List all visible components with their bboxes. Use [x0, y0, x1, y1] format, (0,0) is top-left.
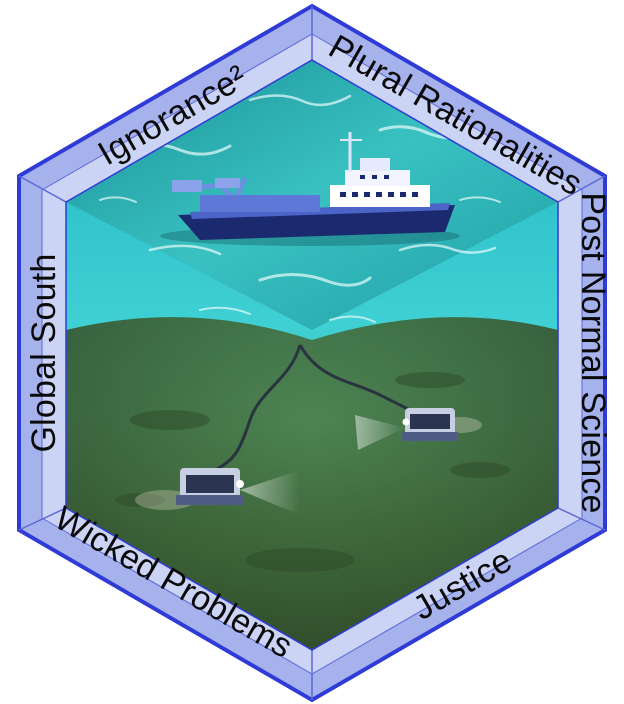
label-global-south: Global South [25, 254, 63, 453]
seabed [66, 317, 558, 650]
frame-corner-lines [18, 6, 606, 700]
seabed-mining-vehicle-icon [135, 468, 300, 515]
label-post-normal-science: Post Normal Science [574, 192, 612, 513]
seabed-texture [115, 372, 510, 572]
seabed-mining-vehicle-icon [355, 408, 482, 450]
hexagon-inner-border [65, 59, 559, 651]
research-vessel-icon [160, 132, 460, 246]
ocean-scene [66, 60, 558, 650]
